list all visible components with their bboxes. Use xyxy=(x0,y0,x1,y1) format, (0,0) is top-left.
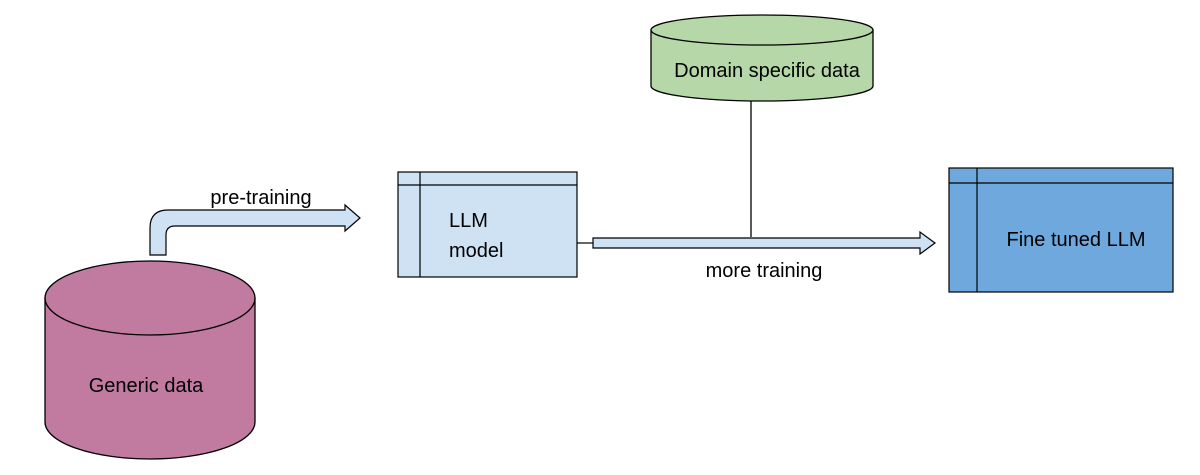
llm-model-rect xyxy=(397,171,578,278)
generic-data-body xyxy=(44,297,256,460)
domain-data-cylinder: Domain specific data xyxy=(650,14,874,102)
pretraining-label: pre-training xyxy=(210,187,311,209)
fine-tuned-rect xyxy=(948,167,1174,293)
more-training-arrow-shape xyxy=(592,230,937,256)
pretraining-arrow: pre-training xyxy=(149,187,361,256)
more-training-arrow: more training xyxy=(577,230,937,282)
more-training-label: more training xyxy=(706,260,823,282)
llm-model-box: LLM model xyxy=(397,171,578,278)
domain-data-body xyxy=(650,29,874,102)
domain-data-top xyxy=(650,14,874,46)
llm-model-label-line1: LLM xyxy=(449,210,488,232)
pretraining-arrow-shape xyxy=(149,203,361,256)
domain-data-label: Domain specific data xyxy=(674,60,861,82)
fine-tuned-llm-box: Fine tuned LLM xyxy=(948,167,1174,293)
llm-model-label-line2: model xyxy=(449,240,503,262)
generic-data-top xyxy=(44,260,256,336)
generic-data-label: Generic data xyxy=(89,375,204,397)
generic-data-cylinder: Generic data xyxy=(44,260,256,460)
fine-tuned-label: Fine tuned LLM xyxy=(1007,229,1146,251)
